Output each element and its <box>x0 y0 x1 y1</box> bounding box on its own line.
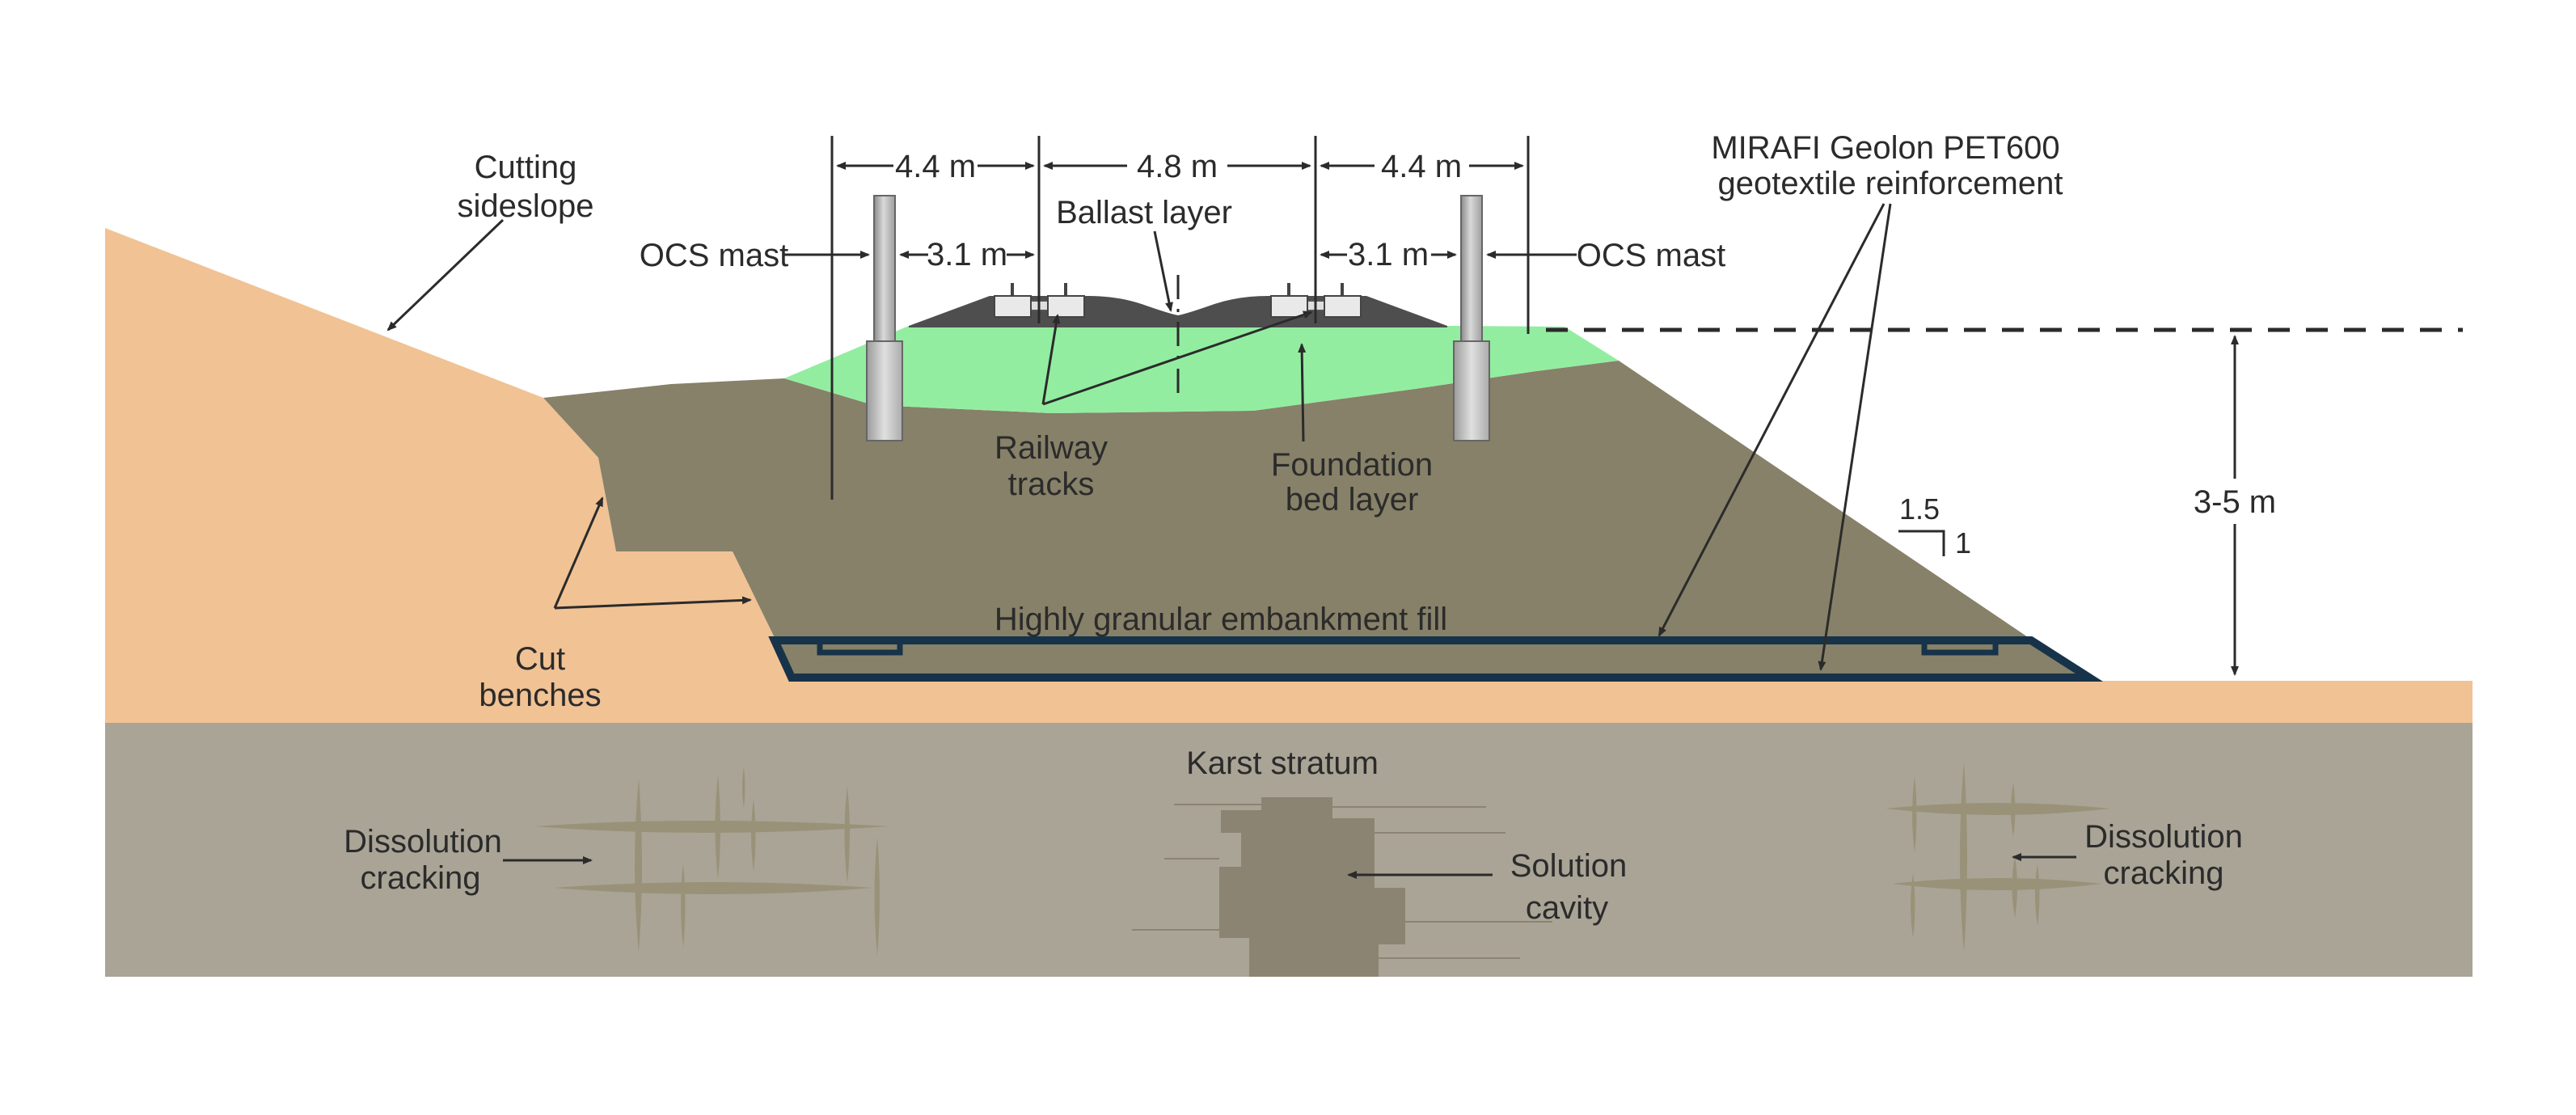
dimension-lines <box>386 136 2239 879</box>
label-mirafi-2: geotextile reinforcement <box>1718 166 2063 201</box>
cavity-bedding-lines <box>1132 804 1552 959</box>
label-slope-v: 1 <box>1955 526 1971 560</box>
railway-track-right <box>1270 283 1362 318</box>
solution-cavity-region <box>1219 797 1405 977</box>
label-solution-cavity: Solution <box>1510 848 1628 884</box>
label-dissolution-left-2: cracking <box>361 860 481 896</box>
mirafi-arrow-1 <box>1658 203 1886 637</box>
label-ocs-mast-left: OCS mast <box>640 238 788 273</box>
label-karst-stratum: Karst stratum <box>1186 745 1379 781</box>
ballast-leader <box>1153 230 1173 312</box>
label-foundation-bed-2: bed layer <box>1286 482 1419 517</box>
label-cutting-sideslope-2: sideslope <box>457 188 593 224</box>
geotextile-reinforcement <box>768 636 2104 682</box>
label-dissolution-right-2: cracking <box>2104 855 2224 891</box>
diagram-labels: Cutting sideslope OCS mast OCS mast 4.4 … <box>344 130 2276 926</box>
rail-left-inner <box>1047 295 1085 318</box>
label-dim-right: 4.4 m <box>1381 149 1462 184</box>
rail-left-outer <box>994 295 1032 318</box>
cutting-sideslope-region <box>105 228 2473 723</box>
label-dissolution-right: Dissolution <box>2084 819 2243 855</box>
label-foundation-bed: Foundation <box>1271 447 1433 483</box>
ocs-mast-left <box>866 195 903 441</box>
ocs-mast-right <box>1453 195 1490 441</box>
label-dissolution-left: Dissolution <box>344 824 502 859</box>
foundation-bed-layer-region <box>784 326 1619 413</box>
label-railway-tracks: Railway <box>995 430 1108 466</box>
label-embankment-fill: Highly granular embankment fill <box>995 602 1447 637</box>
label-ocs-mast-right: OCS mast <box>1577 238 1725 273</box>
railway-tracks-arrow-2 <box>1042 310 1313 406</box>
mirafi-arrow-2 <box>1818 203 1892 671</box>
dissolution-cracking-right <box>1886 762 2110 952</box>
rail-right-outer <box>1324 295 1362 318</box>
label-cutting-sideslope: Cutting <box>475 150 577 185</box>
label-dim-left: 4.4 m <box>895 149 976 184</box>
label-ballast-layer: Ballast layer <box>1056 195 1232 230</box>
cutting-sideslope-arrow <box>386 218 505 332</box>
label-slope-h: 1.5 <box>1899 492 1940 526</box>
label-dim-center: 4.8 m <box>1137 149 1218 184</box>
label-mirafi: MIRAFI Geolon PET600 <box>1711 130 2059 166</box>
railway-tracks-arrow-1 <box>1041 314 1061 405</box>
label-solution-cavity-2: cavity <box>1526 890 1608 926</box>
cut-benches-arrow-2 <box>554 596 752 610</box>
label-dim-offset-right: 3.1 m <box>1348 237 1429 272</box>
slope-indicator <box>1898 530 1945 556</box>
label-height-range: 3-5 m <box>2194 484 2276 520</box>
cut-benches-arrow-1 <box>553 496 604 609</box>
label-cut-benches: Cut <box>515 641 565 677</box>
label-cut-benches-2: benches <box>479 678 601 713</box>
dissolution-cracking-left <box>535 767 889 956</box>
foundation-arrow <box>1298 343 1307 442</box>
rail-right-inner <box>1270 295 1308 318</box>
embankment-fill-region <box>543 361 2092 681</box>
label-railway-tracks-2: tracks <box>1008 467 1095 502</box>
label-dim-offset-left: 3.1 m <box>927 237 1007 272</box>
